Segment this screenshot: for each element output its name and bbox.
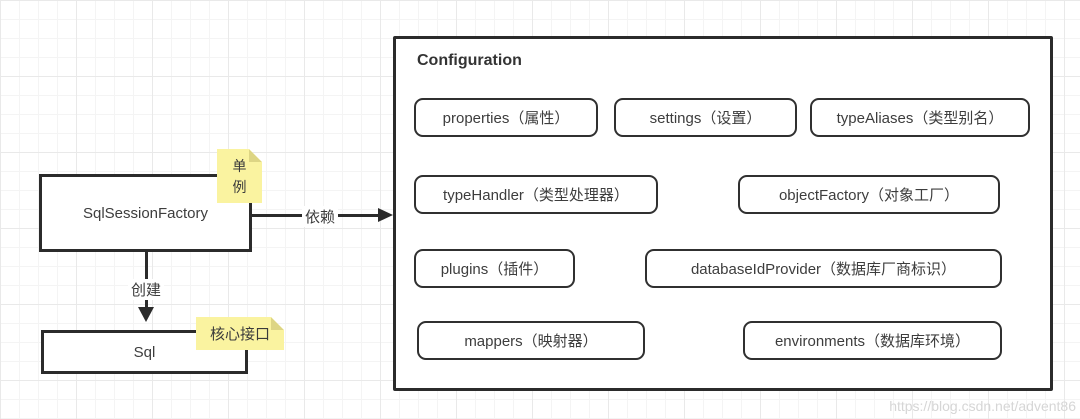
configuration-title: Configuration <box>417 52 522 69</box>
node-typehandler: typeHandler（类型处理器） <box>414 175 658 214</box>
node-plugins: plugins（插件） <box>414 249 575 288</box>
node-properties: properties（属性） <box>414 98 598 137</box>
create-arrowhead-icon <box>138 307 154 322</box>
core-interface-note-label: 核心接口 <box>209 326 270 343</box>
sqlsessionfactory-label: SqlSessionFactory <box>82 204 209 222</box>
node-mappers: mappers（映射器） <box>417 321 645 360</box>
sql-label: Sql <box>133 343 156 361</box>
depend-arrowhead-icon <box>378 208 393 222</box>
node-typealiases: typeAliases（类型别名） <box>810 98 1030 137</box>
node-environments: environments（数据库环境） <box>743 321 1002 360</box>
core-interface-sticky-note: 核心接口 <box>196 317 284 350</box>
watermark-url: https://blog.csdn.net/advent86 <box>889 398 1076 414</box>
node-databaseidprovider: databaseIdProvider（数据库厂商标识） <box>645 249 1002 288</box>
singleton-sticky-note: 单例 <box>217 149 262 203</box>
create-edge-label: 创建 <box>128 279 165 300</box>
singleton-note-label: 单例 <box>232 158 247 195</box>
depend-edge-label: 依赖 <box>302 206 339 227</box>
note-fold-corner <box>249 149 262 162</box>
note-fold-corner <box>271 317 284 330</box>
node-objectfactory: objectFactory（对象工厂） <box>738 175 1000 214</box>
node-settings: settings（设置） <box>614 98 797 137</box>
sqlsessionfactory-box: SqlSessionFactory <box>39 174 252 252</box>
